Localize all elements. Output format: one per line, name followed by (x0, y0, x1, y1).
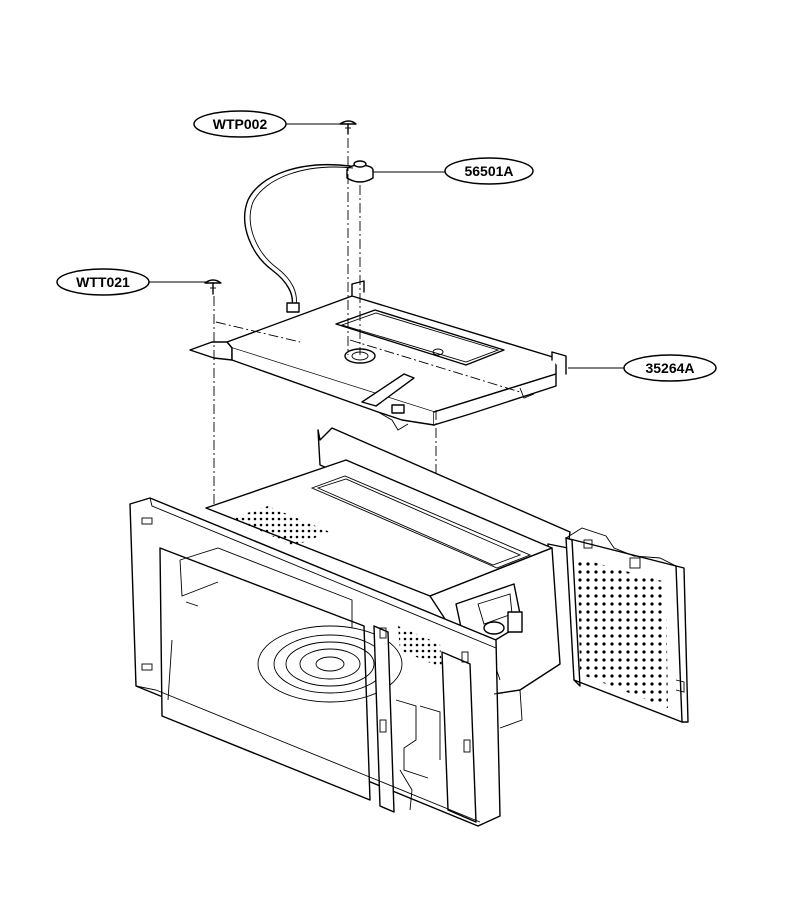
callout-wtt021[interactable]: WTT021 (56, 268, 206, 296)
callout-56501a[interactable]: 56501A (372, 157, 534, 185)
microwave-cavity-assembly (129, 427, 689, 827)
callout-label: 56501A (464, 163, 513, 179)
callout-label: 35264A (645, 360, 694, 376)
callout-35264a[interactable]: 35264A (568, 354, 717, 382)
bracket-plate-35264a-part (189, 280, 567, 431)
sensor-56501a-part (244, 160, 374, 313)
callout-label: WTT021 (76, 274, 130, 290)
screw-wtp002-part (339, 120, 357, 135)
callout-wtp002[interactable]: WTP002 (193, 110, 342, 138)
callout-label: WTP002 (213, 116, 268, 132)
screw-wtt021-part (204, 279, 222, 295)
callout-bubble (444, 157, 534, 185)
